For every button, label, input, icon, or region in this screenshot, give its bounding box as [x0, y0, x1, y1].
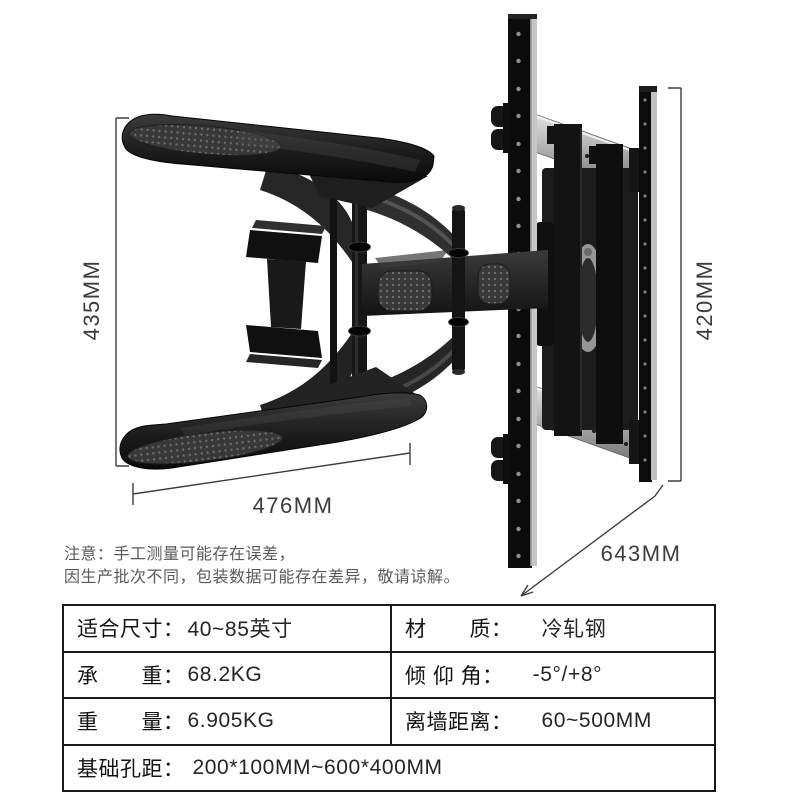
height-dim-line-right	[668, 87, 682, 482]
spec-row-load-tilt: 承 重： 68.2KG 倾 仰 角： -5°/+8°	[64, 652, 714, 699]
height-dim-line-left	[115, 117, 129, 467]
ibeam-bracket	[246, 220, 326, 368]
depth-dim-line-diagonal	[520, 484, 664, 597]
note-line-1: 注意：手工测量可能存在误差，	[64, 546, 296, 563]
spec-cell-wall-distance: 离墙距离： 60~500MM	[392, 699, 714, 744]
tilt-value: -5°/+8°	[532, 662, 603, 686]
spec-row-hole-pattern: 基础孔距： 200*100MM~600*400MM	[64, 746, 714, 791]
spec-cell-weight: 重 量： 6.905KG	[64, 699, 392, 744]
load-label: 承 重：	[77, 664, 185, 688]
spec-cell-material: 材 质： 冷轧钢	[392, 606, 714, 651]
tv-paddles	[119, 113, 435, 470]
spec-row-weight-distance: 重 量： 6.905KG 离墙距离： 60~500MM	[64, 699, 714, 746]
spec-cell-hole-pattern: 基础孔距： 200*100MM~600*400MM	[64, 746, 714, 791]
product-render: 435MM 420MM 476MM 643MM	[79, 14, 717, 597]
articulating-arm	[246, 164, 548, 431]
wall-distance-value: 60~500MM	[541, 709, 652, 733]
hole-pattern-label: 基础孔距：	[77, 757, 185, 781]
material-label: 材 质：	[405, 618, 513, 642]
dimension-labels: 435MM 420MM 476MM 643MM	[79, 260, 717, 566]
tilt-label: 倾 仰 角：	[405, 664, 504, 688]
wall-distance-label: 离墙距离：	[405, 711, 513, 735]
wall-plate-assembly	[534, 113, 653, 467]
bottom-width-label: 476MM	[253, 493, 334, 518]
left-height-label: 435MM	[79, 260, 104, 341]
measurement-note: 注意：手工测量可能存在误差， 因生产批次不同，包装数据可能存在差异，敬请谅解。	[64, 543, 460, 589]
spec-cell-fit-size: 适合尺寸： 40~85英寸	[64, 606, 392, 651]
tv-rail-right	[639, 86, 657, 482]
width-dim-line-bottom	[132, 443, 411, 505]
weight-label: 重 量：	[77, 711, 185, 735]
diagonal-depth-label: 643MM	[601, 541, 682, 566]
spec-cell-load: 承 重： 68.2KG	[64, 652, 392, 697]
rail-clamp-hooks	[491, 103, 511, 484]
spec-table: 适合尺寸： 40~85英寸 材 质： 冷轧钢 承 重： 68.2KG 倾 仰 角…	[62, 604, 716, 792]
weight-value: 6.905KG	[187, 709, 275, 733]
right-height-label: 420MM	[692, 260, 717, 341]
material-value: 冷轧钢	[541, 618, 607, 642]
hole-pattern-value: 200*100MM~600*400MM	[192, 755, 443, 779]
dimension-annotations	[115, 87, 682, 597]
load-value: 68.2KG	[187, 662, 263, 686]
note-line-2: 因生产批次不同，包装数据可能存在差异，敬请谅解。	[64, 569, 461, 586]
pivot-post-rear	[448, 205, 469, 375]
spec-cell-tilt: 倾 仰 角： -5°/+8°	[392, 653, 714, 698]
spec-row-size-material: 适合尺寸： 40~85英寸 材 质： 冷轧钢	[64, 606, 714, 653]
fit-size-value: 40~85英寸	[187, 618, 293, 642]
fit-size-label: 适合尺寸：	[77, 618, 185, 642]
